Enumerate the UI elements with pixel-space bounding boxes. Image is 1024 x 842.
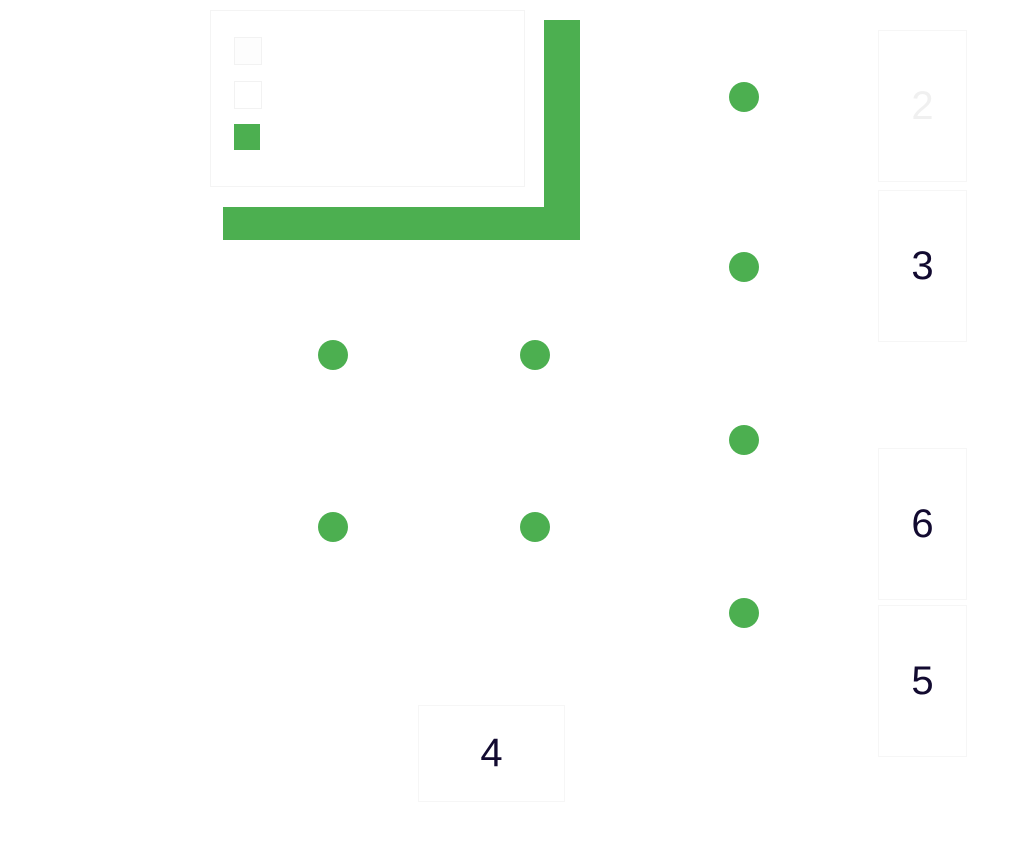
board-dot[interactable] bbox=[729, 82, 759, 112]
legend-swatch-gray bbox=[234, 37, 262, 65]
board-dot[interactable] bbox=[729, 252, 759, 282]
clue-cell[interactable]: 4 bbox=[418, 705, 565, 802]
clue-cell[interactable]: 6 bbox=[878, 448, 967, 600]
clue-cell[interactable]: 2 bbox=[878, 30, 967, 182]
board-dot[interactable] bbox=[520, 340, 550, 370]
legend bbox=[210, 10, 525, 187]
clue-cell[interactable]: 3 bbox=[878, 190, 967, 342]
board-dot[interactable] bbox=[318, 340, 348, 370]
legend-swatch-green bbox=[234, 124, 260, 150]
board-dot[interactable] bbox=[520, 512, 550, 542]
board-dot[interactable] bbox=[318, 512, 348, 542]
legend-swatch-white bbox=[234, 81, 262, 109]
board-dot[interactable] bbox=[729, 598, 759, 628]
clue-cell[interactable]: 5 bbox=[878, 605, 967, 757]
board-dot[interactable] bbox=[729, 425, 759, 455]
